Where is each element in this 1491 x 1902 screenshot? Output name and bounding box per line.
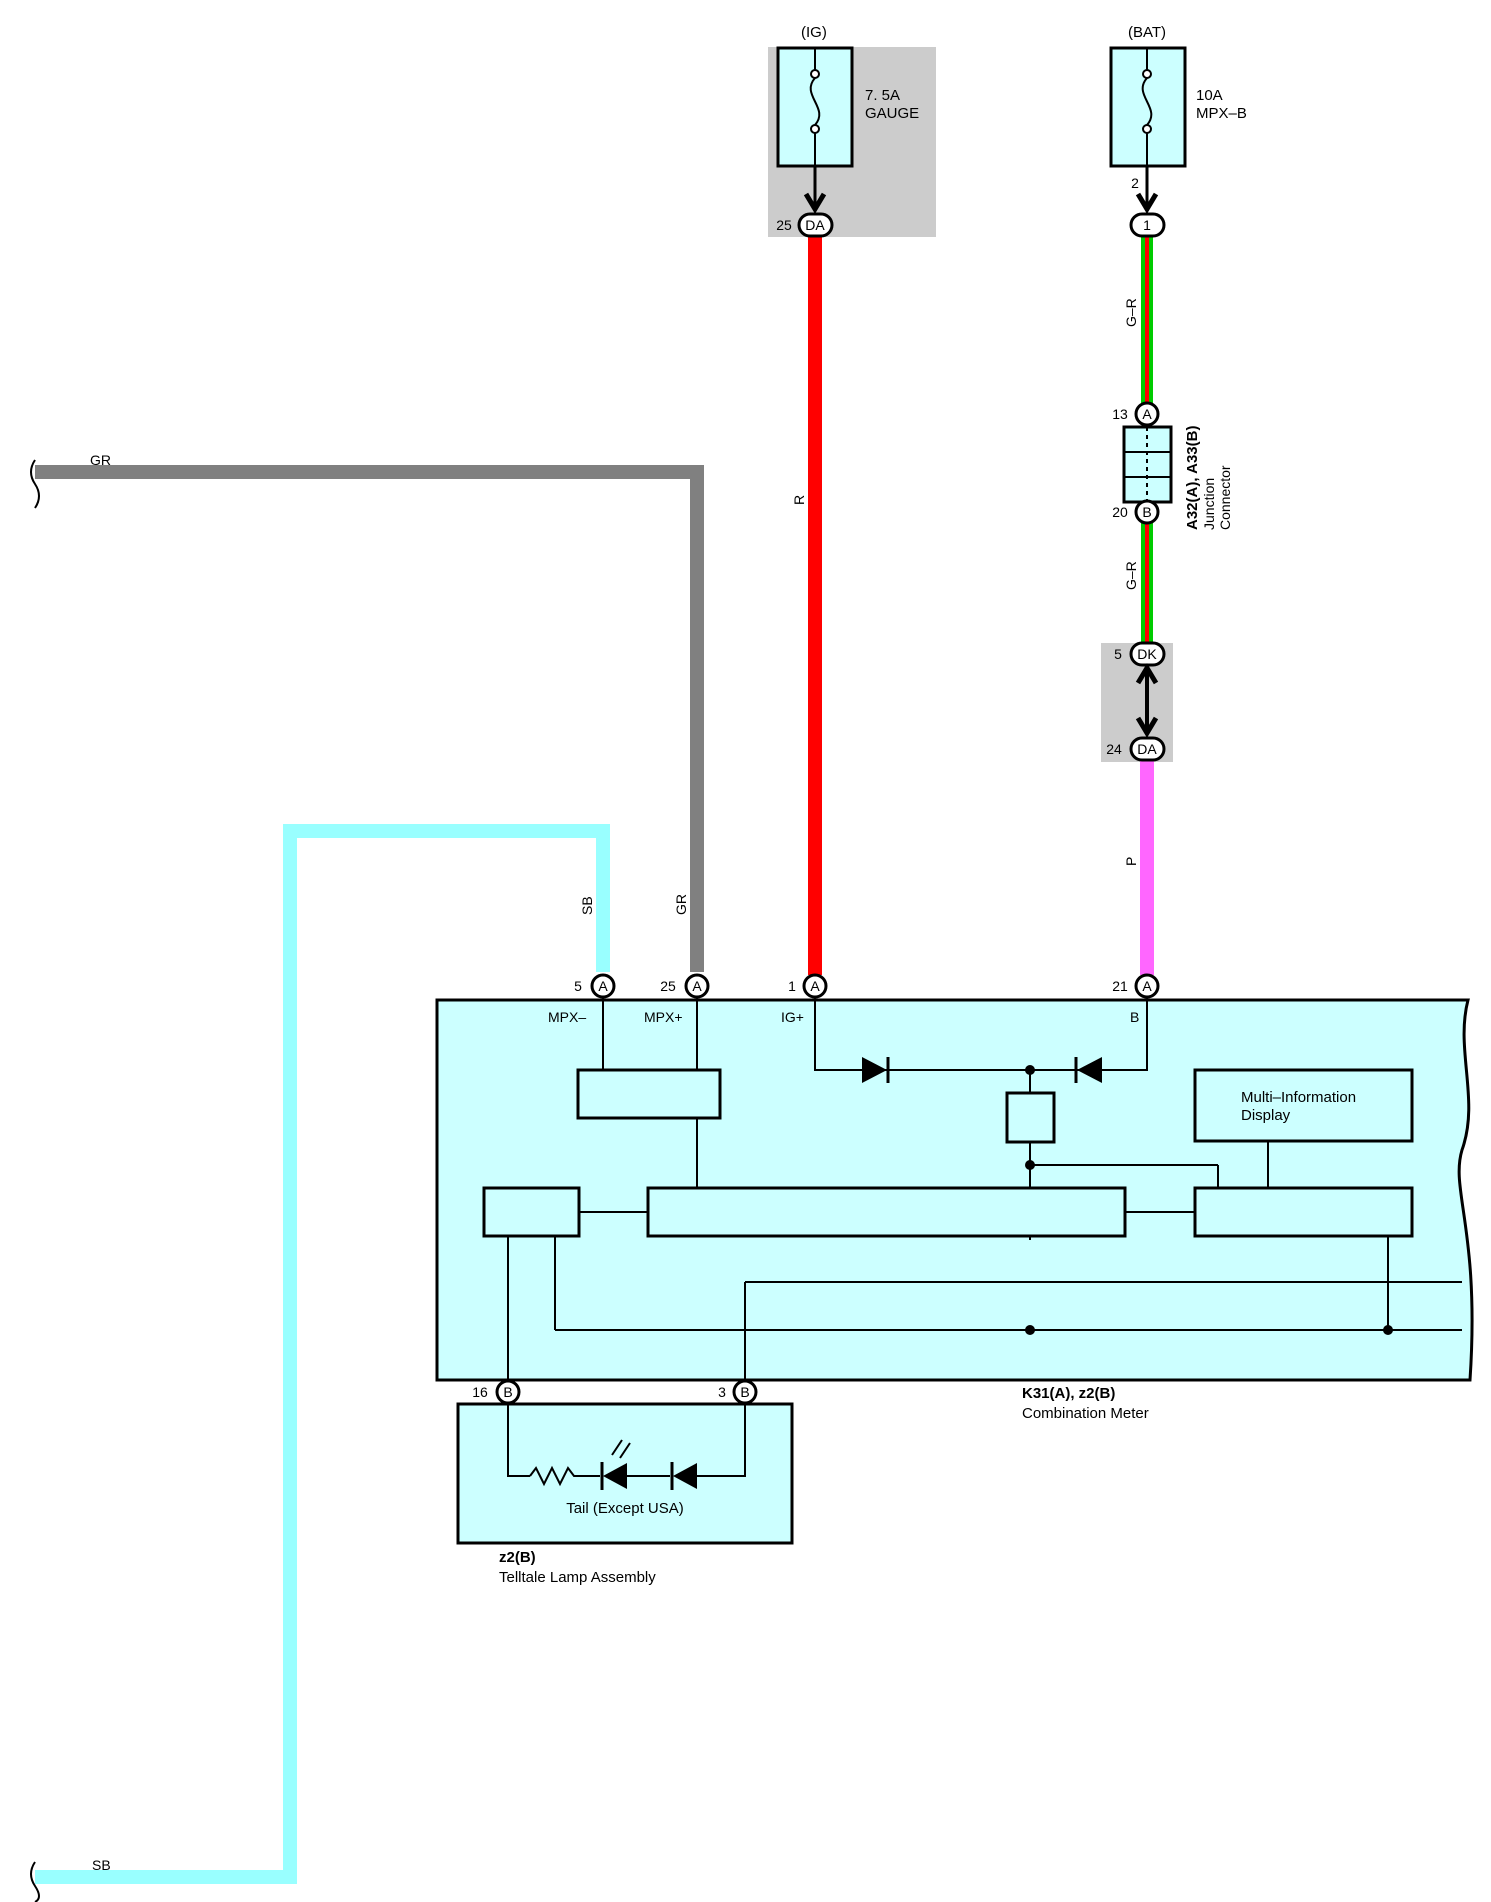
bat-fuse-rating: 10A [1196, 87, 1223, 104]
connector-da-top [797, 212, 834, 238]
meter-pin-3: B [732, 1379, 758, 1405]
wire-label-gr: GR [90, 452, 111, 468]
display-driver-block [1193, 1186, 1414, 1238]
junction-dot-4 [1383, 1325, 1393, 1335]
junction-connector [1122, 425, 1173, 504]
svg-text:B: B [503, 1384, 512, 1400]
meter-name: Combination Meter [1022, 1405, 1149, 1422]
svg-text:A: A [598, 978, 608, 994]
meter-pin-1: A [802, 973, 828, 999]
meter-pin-16: B [495, 1379, 521, 1405]
meter-pin-21-num: 21 [1112, 978, 1128, 994]
jc-id: A32(A), A33(B) [1184, 426, 1201, 530]
meter-id: K31(A), z2(B) [1022, 1385, 1115, 1402]
wire-gr [35, 465, 704, 972]
svg-text:A: A [810, 978, 820, 994]
svg-text:A: A [1142, 978, 1152, 994]
junction-dot-3 [1025, 1325, 1035, 1335]
meter-internal-circuit [507, 997, 1462, 1390]
svg-text:B: B [740, 1384, 749, 1400]
cpu-block [646, 1186, 1127, 1238]
jc-pin-bottom-conn: B [1142, 504, 1151, 520]
wire-label-gr-vertical: GR [673, 894, 689, 915]
junction-dot-2 [1025, 1160, 1035, 1170]
mid-label-line1: Multi–Information [1241, 1089, 1356, 1106]
meter-pin-25-num: 25 [660, 978, 676, 994]
connector-da-bottom-pin: 24 [1106, 741, 1122, 757]
ig-source-label: (IG) [801, 24, 827, 41]
jc-name-line2: Connector [1217, 465, 1233, 530]
bat-fuse [1109, 46, 1187, 168]
bat-fuse-arrow [1135, 166, 1159, 214]
connector-da-bottom [1129, 736, 1166, 762]
connector-dk-pin: 5 [1114, 646, 1122, 662]
jc-pin-bottom-num: 20 [1112, 504, 1128, 520]
connector-dk-label: DK [1137, 646, 1157, 662]
jc-name-line1: Junction [1201, 478, 1217, 530]
wire-label-p: P [1123, 857, 1139, 866]
connector-da-top-pin: 25 [776, 217, 792, 233]
telltale-id: z2(B) [499, 1549, 536, 1566]
meter-pin-16-num: 16 [472, 1384, 488, 1400]
meter-pin-21-signal: B [1130, 1009, 1139, 1025]
ig-fuse-rating: 7. 5A [865, 87, 900, 104]
meter-pin-5: A [590, 973, 616, 999]
bat-source-label: (BAT) [1128, 24, 1166, 41]
mpx-interface-block [576, 1068, 722, 1120]
wire-label-r: R [791, 495, 807, 505]
bat-out-pin: 2 [1131, 175, 1139, 191]
diode-telltale [670, 1462, 697, 1490]
jc-pin-bottom [1134, 499, 1160, 525]
meter-pin-3-num: 3 [718, 1384, 726, 1400]
wire-sb [35, 824, 610, 1884]
connector-1 [1129, 212, 1166, 238]
break-mark-sb [30, 1861, 40, 1902]
meter-pin-5-num: 5 [574, 978, 582, 994]
ig-fuse [776, 46, 854, 168]
ig-fuse-name: GAUGE [865, 105, 919, 122]
meter-pin-25: A [684, 973, 710, 999]
diode-left [862, 1057, 890, 1083]
wire-label-sb-vertical: SB [579, 896, 595, 915]
diode-right [1074, 1057, 1102, 1083]
meter-pin-1-num: 1 [788, 978, 796, 994]
multi-information-display-block [1193, 1068, 1414, 1143]
bat-fuse-name: MPX–B [1196, 105, 1247, 122]
jc-pin-top [1134, 401, 1160, 427]
wire-label-sb: SB [92, 1857, 111, 1873]
dk-da-link-arrow [1135, 663, 1159, 738]
meter-pin-1-signal: IG+ [781, 1009, 804, 1025]
jc-pin-top-conn: A [1142, 406, 1152, 422]
connector-da-bottom-label: DA [1137, 741, 1157, 757]
connector-1-label: 1 [1143, 217, 1151, 233]
junction-dot-1 [1025, 1065, 1035, 1075]
telltale-name: Telltale Lamp Assembly [499, 1569, 656, 1586]
wire-label-g-r-upper: G–R [1123, 298, 1139, 327]
meter-pin-5-signal: MPX– [548, 1009, 586, 1025]
lamp-label: Tail (Except USA) [566, 1500, 684, 1517]
telltale-circuit [507, 1403, 746, 1487]
led-icon [600, 1439, 631, 1490]
regulator-block [1005, 1091, 1056, 1144]
meter-pin-21: A [1134, 973, 1160, 999]
jc-pin-top-num: 13 [1112, 406, 1128, 422]
break-mark-gr [30, 459, 40, 509]
connector-da-top-label: DA [805, 217, 825, 233]
driver-block [482, 1186, 581, 1238]
ig-fuse-arrow [803, 166, 827, 214]
mid-label-line2: Display [1241, 1107, 1291, 1124]
meter-pin-25-signal: MPX+ [644, 1009, 683, 1025]
wire-label-g-r-lower: G–R [1123, 561, 1139, 590]
svg-text:A: A [692, 978, 702, 994]
